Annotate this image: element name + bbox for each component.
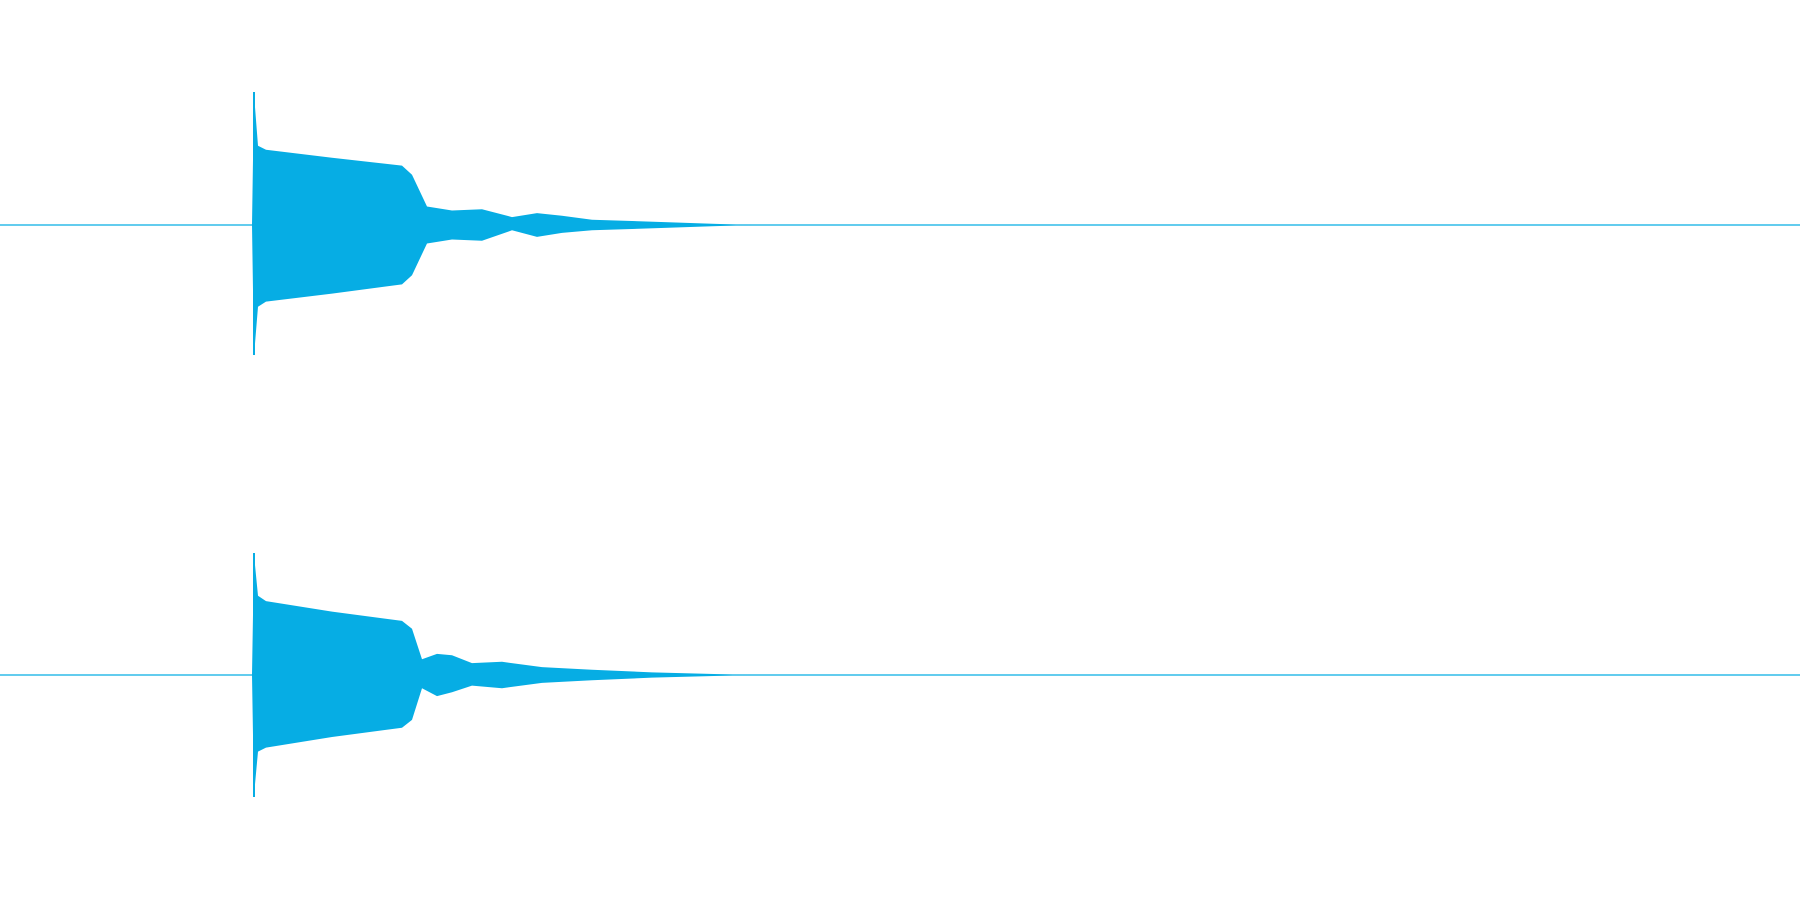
channel-right [0, 553, 1800, 797]
channel-left [0, 92, 1800, 356]
envelope-left [252, 94, 752, 356]
envelope-right [252, 554, 752, 796]
